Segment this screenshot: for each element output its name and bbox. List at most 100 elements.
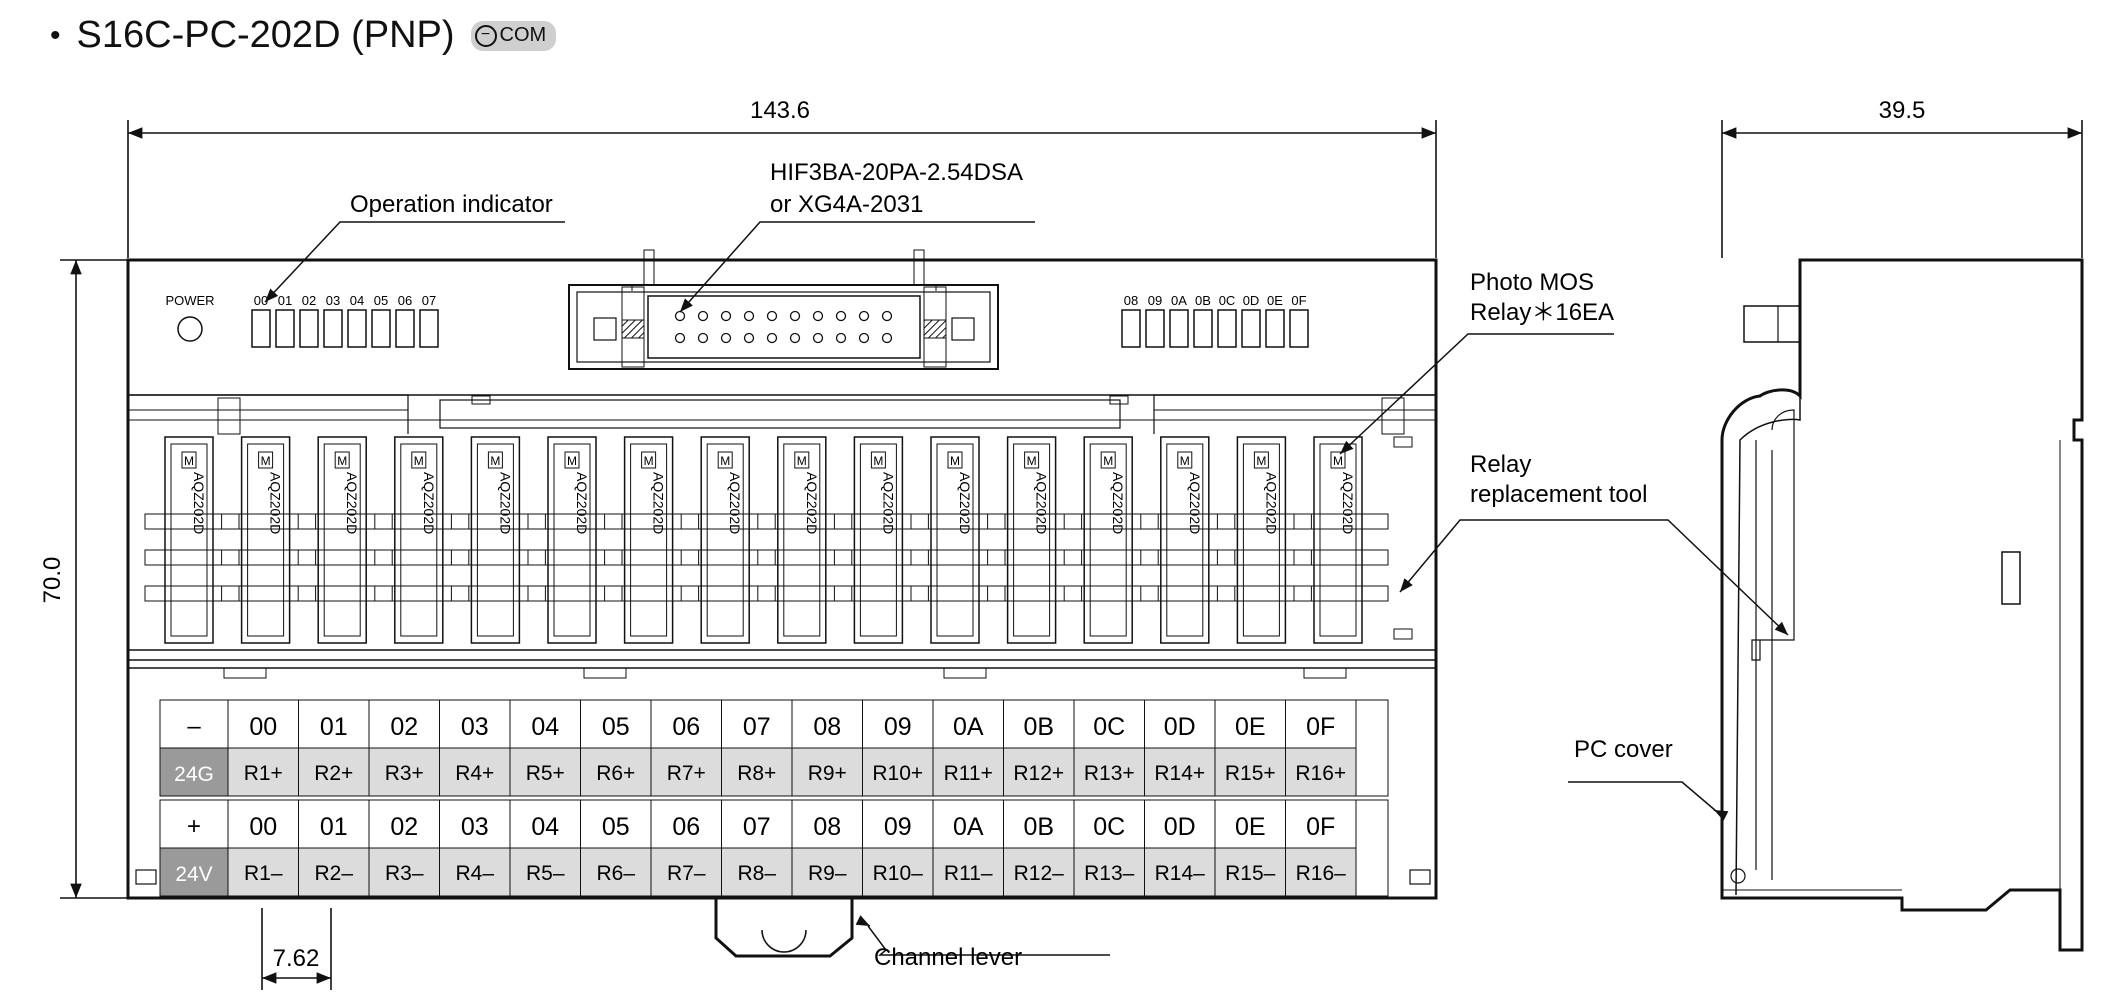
terminal-label: R14– <box>1155 862 1206 885</box>
terminal-supply: 24V <box>175 863 212 886</box>
relay-part-number: AQZ202D <box>497 472 513 534</box>
relay-part-number: AQZ202D <box>1187 472 1203 534</box>
terminal-cell <box>1073 747 1145 797</box>
led-label: 08 <box>1124 293 1138 308</box>
com-badge: − COM <box>470 20 557 51</box>
height-dimension: 70.0 <box>39 557 66 604</box>
terminal-channel: 0C <box>1093 813 1125 841</box>
connector-pin <box>743 332 755 344</box>
terminal-cell <box>1003 747 1075 797</box>
terminal-cell <box>580 747 652 797</box>
connector-pin <box>812 332 824 344</box>
operation-indicator-label: Operation indicator <box>350 191 553 218</box>
relay-mark: M <box>184 454 194 468</box>
operation-led <box>395 309 415 348</box>
terminal-cell <box>227 747 299 797</box>
connector-pin <box>835 332 847 344</box>
terminal-sign: – <box>187 713 201 740</box>
connector-pin <box>789 310 801 322</box>
relay-mark: M <box>1027 454 1037 468</box>
photo-mos-label-2: Relay＊16EA <box>1470 299 1614 326</box>
terminal-cell <box>227 799 299 849</box>
operation-led <box>1217 309 1237 348</box>
connector-pin <box>812 310 824 322</box>
terminal-cell <box>298 699 370 749</box>
led-label: 0E <box>1267 293 1283 308</box>
terminal-cell <box>1285 799 1357 849</box>
terminal-channel: 09 <box>884 713 912 741</box>
terminal-label: R7– <box>667 862 706 885</box>
terminal-cell <box>1003 699 1075 749</box>
connector-pin <box>720 310 732 322</box>
photo-mos-label-1: Photo MOS <box>1470 269 1594 296</box>
terminal-cell <box>1285 699 1357 749</box>
connector-pin <box>720 332 732 344</box>
terminal-cell <box>509 747 581 797</box>
terminal-channel: 08 <box>813 713 841 741</box>
terminal-label: R11– <box>944 862 993 885</box>
terminal-cell <box>791 699 863 749</box>
power-label: POWER <box>165 293 214 308</box>
channel-lever-label: Channel lever <box>874 944 1022 971</box>
led-label: 0C <box>1219 293 1236 308</box>
terminal-cell <box>1285 747 1357 797</box>
terminal-label: R11+ <box>944 762 993 785</box>
operation-led <box>1193 309 1213 348</box>
connector-pin <box>766 332 778 344</box>
led-label: 02 <box>302 293 316 308</box>
relay-part-number: AQZ202D <box>804 472 820 534</box>
terminal-channel: 00 <box>249 713 277 741</box>
terminal-label: R2– <box>314 862 353 885</box>
relay-part-number: AQZ202D <box>1263 472 1279 534</box>
terminal-cell <box>368 747 440 797</box>
terminal-sign: + <box>187 813 201 840</box>
terminal-cell <box>368 847 440 897</box>
relay-mark: M <box>261 454 271 468</box>
terminal-label: R12– <box>1014 862 1065 885</box>
terminal-cell <box>932 799 1004 849</box>
terminal-cell <box>227 847 299 897</box>
relay-tool-label-1: Relay <box>1470 451 1531 478</box>
led-label: 0D <box>1243 293 1260 308</box>
terminal-channel: 07 <box>743 713 771 741</box>
relay-part-number: AQZ202D <box>1340 472 1356 534</box>
relay-part-number: AQZ202D <box>880 472 896 534</box>
operation-led <box>347 309 367 348</box>
terminal-cell <box>1214 799 1286 849</box>
connector-pin <box>858 332 870 344</box>
model-title: • S16C-PC-202D (PNP) − COM <box>50 14 557 57</box>
terminal-cell <box>650 699 722 749</box>
terminal-channel: 0F <box>1306 813 1335 841</box>
terminal-channel: 0E <box>1235 813 1266 841</box>
terminal-supply: 24G <box>174 763 214 786</box>
power-led <box>177 316 203 342</box>
terminal-channel: 0B <box>1023 713 1054 741</box>
relay-mark: M <box>1333 454 1343 468</box>
relay-mark: M <box>644 454 654 468</box>
terminal-cell <box>1073 847 1145 897</box>
width-dimension: 143.6 <box>750 97 810 124</box>
terminal-channel: 04 <box>531 813 559 841</box>
terminal-cell <box>862 747 934 797</box>
terminal-label: R8+ <box>737 762 776 785</box>
terminal-cell <box>298 799 370 849</box>
terminal-label: R4– <box>455 862 494 885</box>
terminal-channel: 03 <box>461 713 489 741</box>
pc-cover-label: PC cover <box>1574 736 1673 763</box>
terminal-label: R5+ <box>526 762 565 785</box>
terminal-label: R2+ <box>314 762 353 785</box>
operation-led <box>419 309 439 348</box>
side-view <box>1720 258 2084 952</box>
terminal-label: R16+ <box>1295 762 1346 785</box>
terminal-label: R13+ <box>1084 762 1135 785</box>
terminal-label: R3+ <box>385 762 424 785</box>
operation-led <box>299 309 319 348</box>
relay-mark: M <box>797 454 807 468</box>
terminal-channel: 08 <box>813 813 841 841</box>
